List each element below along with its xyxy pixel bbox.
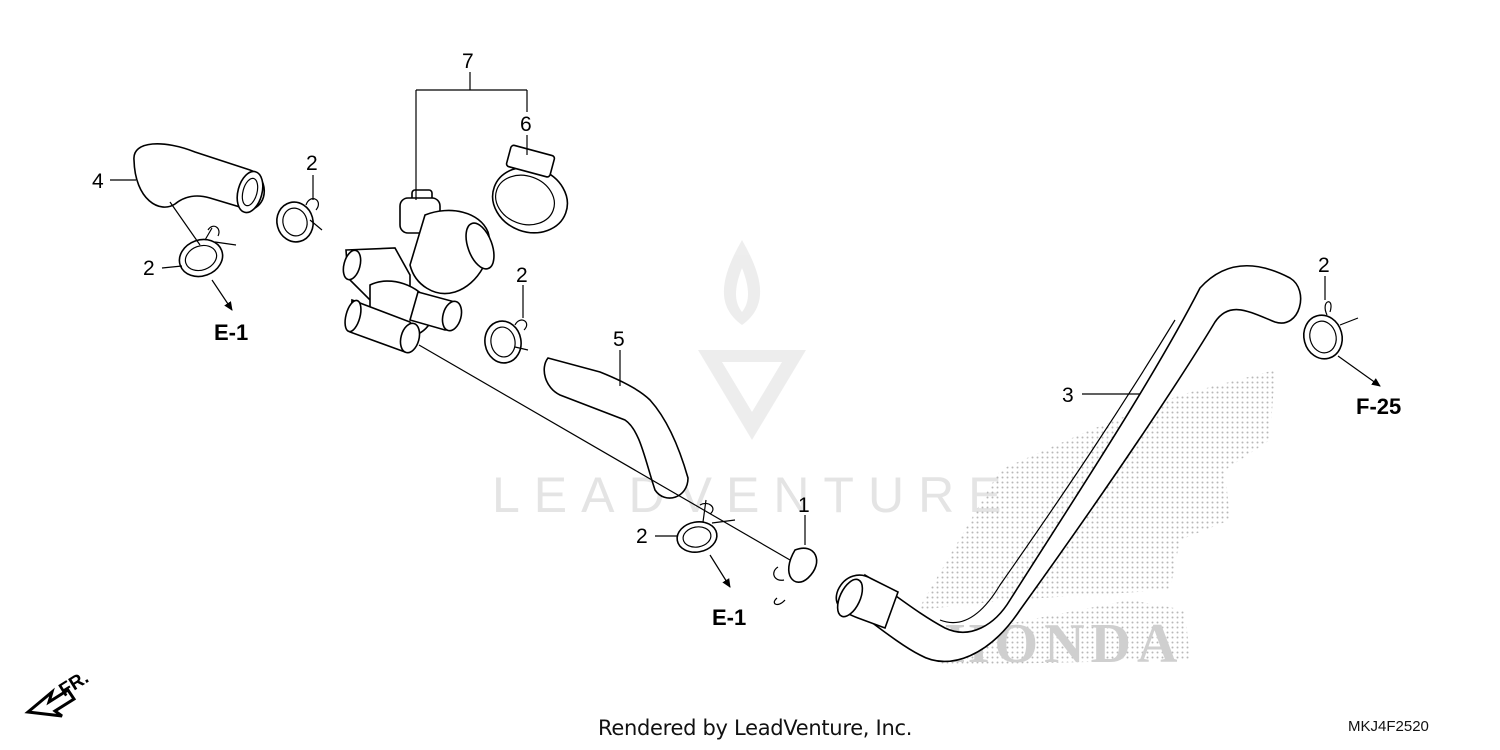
front-direction-arrow <box>24 687 77 718</box>
part-4-elbow-hose[interactable] <box>133 143 267 216</box>
part-2-clamp-bottom[interactable] <box>675 499 736 555</box>
leader-lines <box>110 72 1326 561</box>
callout-3: 3 <box>1062 384 1074 407</box>
callout-1: 1 <box>798 494 810 517</box>
reference-e1-bottom[interactable]: E-1 <box>712 605 746 630</box>
part-5-hose[interactable] <box>543 357 689 499</box>
render-credit: Rendered by LeadVenture, Inc. <box>598 716 913 740</box>
callout-2-left-lower: 2 <box>143 257 155 280</box>
callout-2-right: 2 <box>1318 254 1330 277</box>
callout-4: 4 <box>92 170 104 193</box>
part-6-clamp-band[interactable] <box>483 144 576 243</box>
part-2-clamp-center[interactable] <box>482 318 529 366</box>
reference-arrows <box>211 279 1381 588</box>
callout-6: 6 <box>520 113 532 136</box>
part-2-clamp-right[interactable] <box>1299 301 1359 363</box>
part-1-clip[interactable] <box>773 547 818 606</box>
callout-5: 5 <box>613 328 625 351</box>
part-3-long-hose[interactable] <box>832 265 1302 663</box>
leadventure-watermark: LEADVENTURE <box>492 467 1016 523</box>
reference-f25[interactable]: F-25 <box>1356 394 1401 419</box>
diagram-code: MKJ4F2520 <box>1348 718 1429 735</box>
callout-2-center: 2 <box>516 264 528 287</box>
callout-7: 7 <box>462 50 474 73</box>
part-2-clamp-left-upper[interactable] <box>272 198 323 246</box>
reference-e1-left[interactable]: E-1 <box>214 320 248 345</box>
part-7-air-suction-valve[interactable] <box>340 189 499 355</box>
callout-2-left-upper: 2 <box>306 152 318 175</box>
part-2-clamp-left-lower[interactable] <box>174 225 237 282</box>
callout-2-bottom: 2 <box>636 525 648 548</box>
leadventure-watermark-logo <box>698 240 806 440</box>
